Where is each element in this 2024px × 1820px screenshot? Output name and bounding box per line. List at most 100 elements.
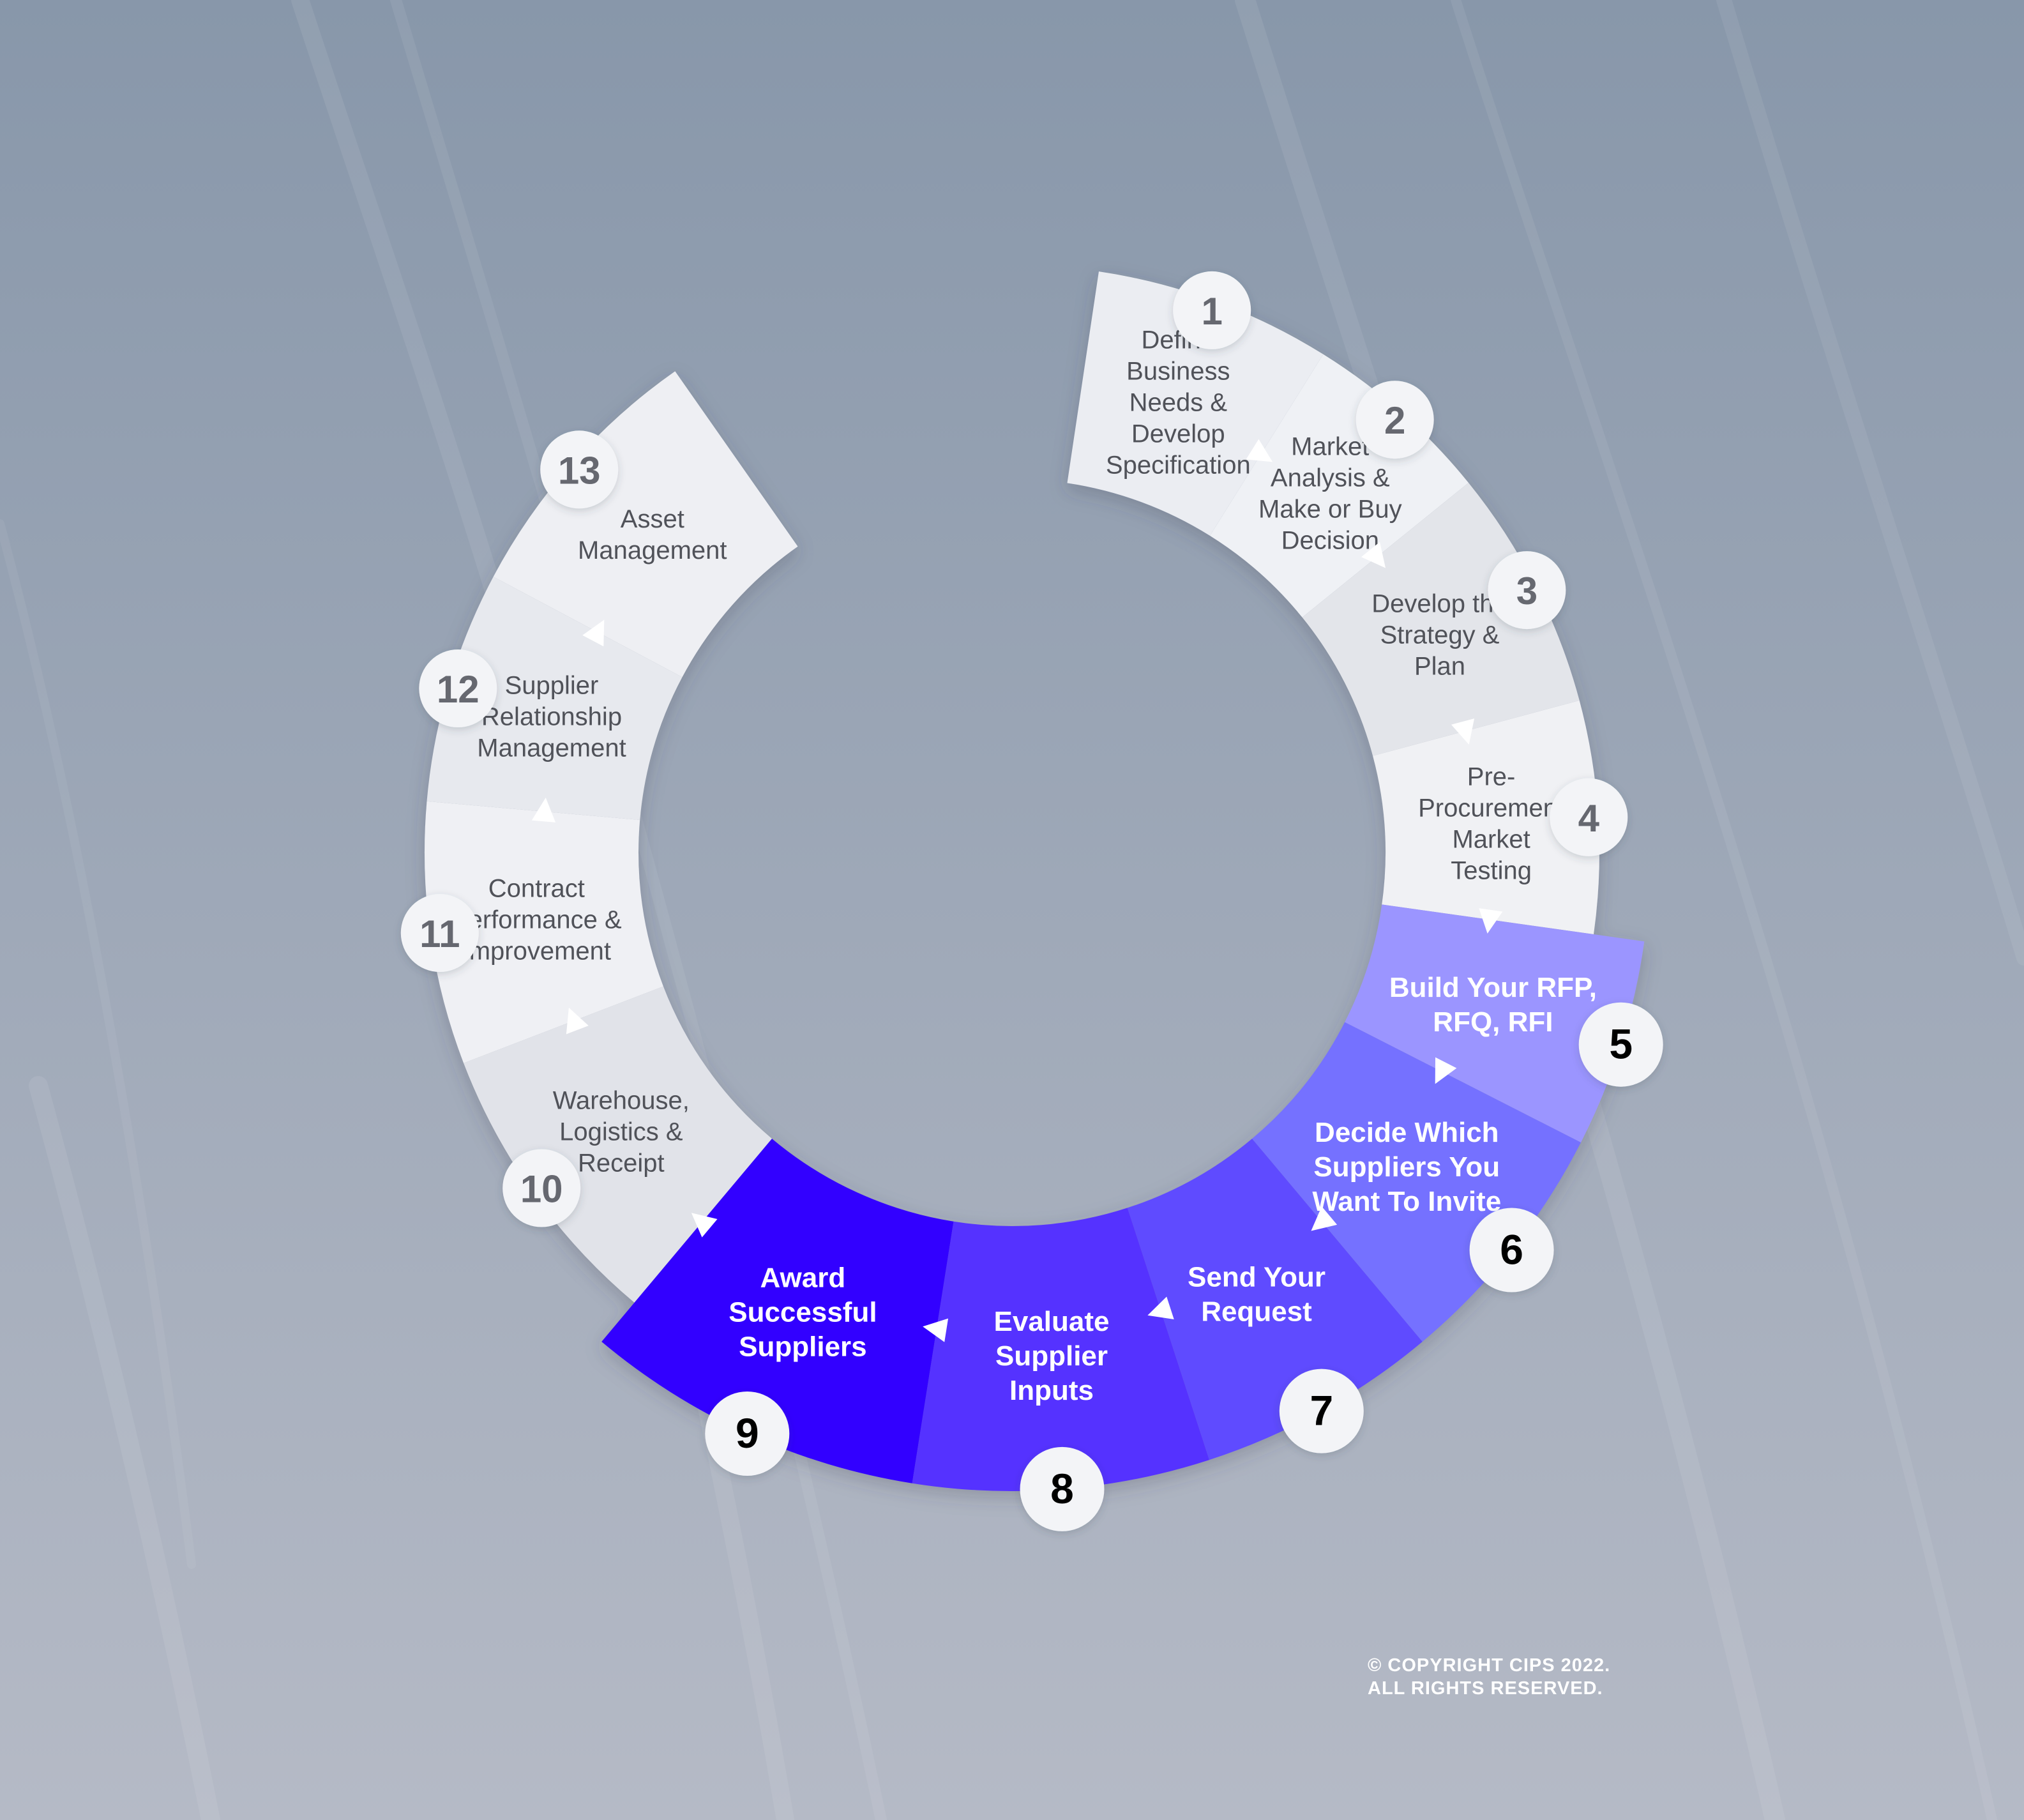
step-3-badge: 3 (1488, 551, 1566, 630)
step-1-label-line: Needs & (1129, 389, 1228, 417)
step-4-label-line: Procurement (1418, 794, 1564, 823)
step-10-badge: 10 (502, 1149, 581, 1227)
flow-arrow-icon (1311, 1206, 1338, 1231)
segment-step-8 (912, 1208, 1209, 1492)
segment-step-3 (1302, 483, 1580, 756)
segment-step-1 (1067, 271, 1324, 536)
step-3-label-line: Plan (1414, 653, 1465, 681)
flow-arrow-icon (566, 1007, 589, 1035)
segment-step-4 (1373, 700, 1599, 934)
step-1-label-line: Develop (1131, 420, 1225, 448)
step-5-number: 5 (1609, 1020, 1633, 1068)
step-10-label-line: Logistics & (559, 1118, 683, 1146)
step-11-badge: 11 (400, 894, 479, 972)
badge-circle (1020, 1446, 1105, 1531)
step-7-badge: 7 (1279, 1369, 1364, 1453)
step-9-label-line: Successful (729, 1296, 877, 1328)
step-6-label-line: Decide Which (1315, 1117, 1499, 1148)
step-10-label-line: Warehouse, (553, 1087, 690, 1115)
segment-step-12 (427, 577, 683, 820)
step-13-number: 13 (558, 449, 601, 492)
step-11-label-line: Contract (488, 875, 585, 903)
step-9-label-line: Award (760, 1262, 846, 1293)
step-5-label: Build Your RFP,RFQ, RFI (1389, 972, 1597, 1038)
segment-step-9 (601, 1139, 954, 1483)
step-6-label-line: Want To Invite (1312, 1186, 1501, 1217)
step-9-label-line: Suppliers (739, 1331, 867, 1362)
step-2-badge: 2 (1356, 381, 1434, 459)
step-12-label-line: Supplier (505, 671, 599, 699)
step-2-number: 2 (1384, 399, 1405, 442)
segment-step-10 (464, 986, 772, 1303)
step-12-badge: 12 (419, 649, 497, 727)
badge-circle (540, 430, 619, 509)
badge-circle (400, 894, 479, 972)
badge-circle (1550, 778, 1628, 856)
step-6-badge: 6 (1469, 1208, 1554, 1293)
step-4-label-line: Pre- (1467, 763, 1516, 791)
step-11-label-line: Performance & (451, 906, 622, 934)
copyright-notice: © COPYRIGHT CIPS 2022. ALL RIGHTS RESERV… (1368, 1654, 1610, 1700)
step-8-label-line: Supplier (995, 1340, 1108, 1372)
step-8-badge: 8 (1020, 1446, 1105, 1531)
step-10-label: Warehouse, Logistics & Receipt (553, 1087, 690, 1178)
flow-arrow-icon (531, 797, 556, 823)
step-10-label-line: Receipt (578, 1149, 665, 1178)
step-9-badge: 9 (705, 1392, 790, 1476)
step-5-label-line: RFQ, RFI (1433, 1006, 1553, 1038)
copyright-line-1: © COPYRIGHT CIPS 2022. (1368, 1655, 1611, 1676)
step-5-badge: 5 (1578, 1002, 1663, 1087)
step-5-label-line: Build Your RFP, (1389, 972, 1597, 1003)
step-4-label-line: Market (1452, 826, 1530, 854)
flow-arrow-icon (1451, 718, 1475, 745)
badge-circle (502, 1149, 581, 1227)
segment-step-13 (493, 371, 798, 678)
step-12-number: 12 (437, 668, 480, 711)
step-10-number: 10 (520, 1168, 563, 1211)
badge-circle (1488, 551, 1566, 630)
flow-arrow-icon (1246, 439, 1273, 462)
segment-step-11 (424, 801, 663, 1063)
flow-arrow-icon (1361, 542, 1386, 568)
badge-circle (1279, 1369, 1364, 1453)
step-2-label-line: Make or Buy (1258, 495, 1402, 523)
badge-circle (1356, 381, 1434, 459)
step-4-number: 4 (1578, 797, 1600, 840)
step-12-label-line: Relationship (481, 702, 622, 731)
segment-step-5 (1345, 904, 1645, 1142)
step-7-number: 7 (1310, 1387, 1333, 1434)
step-11-number: 11 (419, 913, 460, 955)
flow-arrow-icon (1147, 1296, 1174, 1320)
step-7-label-line: Send Your (1188, 1261, 1325, 1293)
step-13-badge: 13 (540, 430, 619, 509)
step-1-label-line: Specification (1106, 451, 1251, 480)
step-1-badge: 1 (1173, 271, 1251, 349)
step-4-label-line: Testing (1451, 857, 1532, 885)
step-8-label-line: Inputs (1009, 1375, 1094, 1406)
step-9-number: 9 (736, 1409, 759, 1457)
step-6-label-line: Suppliers You (1313, 1151, 1500, 1183)
step-13-label-line: Management (578, 536, 727, 565)
step-6-number: 6 (1500, 1226, 1523, 1273)
flow-arrow-icon (1435, 1057, 1457, 1084)
step-3-label-line: Strategy & (1380, 621, 1500, 649)
step-4-badge: 4 (1550, 778, 1628, 856)
copyright-line-2: ALL RIGHTS RESERVED. (1368, 1678, 1603, 1699)
step-3-number: 3 (1516, 570, 1537, 612)
flow-arrow-icon (691, 1213, 718, 1238)
badge-circle (1469, 1208, 1554, 1293)
step-1-label-line: Business (1126, 358, 1230, 386)
step-8-number: 8 (1050, 1465, 1074, 1512)
step-1-number: 1 (1202, 290, 1223, 333)
